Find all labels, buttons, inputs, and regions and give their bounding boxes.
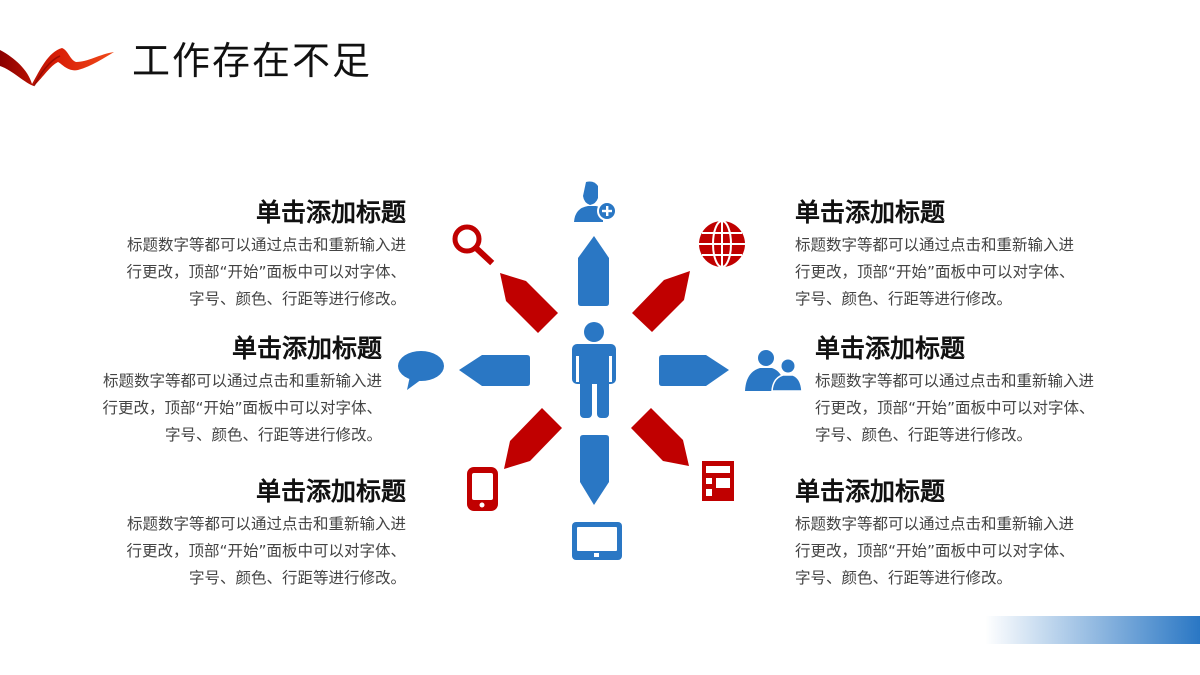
block-line: 标题数字等都可以通过点击和重新输入进 bbox=[795, 515, 1075, 533]
add-user-icon bbox=[574, 181, 617, 222]
person-icon bbox=[572, 322, 616, 418]
tablet-icon bbox=[572, 522, 622, 560]
block-line: 字号、颜色、行距等进行修改。 bbox=[188, 290, 406, 308]
block-line: 标题数字等都可以通过点击和重新输入进 bbox=[126, 236, 406, 254]
block-line: 标题数字等都可以通过点击和重新输入进 bbox=[815, 372, 1095, 390]
red-ribbon-icon bbox=[0, 48, 114, 87]
users-icon bbox=[745, 350, 803, 392]
block-heading: 单击添加标题 bbox=[231, 334, 382, 363]
spoke-up-right bbox=[632, 271, 690, 332]
calculator-icon bbox=[702, 461, 734, 501]
speech-bubble-icon bbox=[398, 351, 444, 390]
text-block-bottom-left: 单击添加标题 标题数字等都可以通过点击和重新输入进 行更改，顶部“开始”面板中可… bbox=[76, 475, 406, 592]
block-line: 字号、颜色、行距等进行修改。 bbox=[188, 569, 406, 587]
block-line: 行更改，顶部“开始”面板中可以对字体、 bbox=[795, 263, 1075, 281]
block-heading: 单击添加标题 bbox=[255, 198, 406, 227]
block-line: 行更改，顶部“开始”面板中可以对字体、 bbox=[126, 263, 406, 281]
spoke-up-left bbox=[500, 273, 558, 333]
spoke-down bbox=[580, 435, 609, 505]
text-block-middle-right: 单击添加标题 标题数字等都可以通过点击和重新输入进 行更改，顶部“开始”面板中可… bbox=[815, 332, 1145, 449]
page-title: 工作存在不足 bbox=[132, 39, 373, 83]
spoke-left bbox=[459, 355, 530, 386]
block-line: 字号、颜色、行距等进行修改。 bbox=[795, 290, 1013, 308]
block-line: 行更改，顶部“开始”面板中可以对字体、 bbox=[795, 542, 1075, 560]
globe-icon bbox=[699, 220, 745, 268]
text-block-top-right: 单击添加标题 标题数字等都可以通过点击和重新输入进 行更改，顶部“开始”面板中可… bbox=[795, 196, 1125, 313]
text-block-top-left: 单击添加标题 标题数字等都可以通过点击和重新输入进 行更改，顶部“开始”面板中可… bbox=[76, 196, 406, 313]
block-heading: 单击添加标题 bbox=[815, 334, 966, 363]
block-line: 标题数字等都可以通过点击和重新输入进 bbox=[795, 236, 1075, 254]
block-heading: 单击添加标题 bbox=[795, 198, 946, 227]
blue-gradient-bar bbox=[985, 616, 1200, 644]
block-line: 字号、颜色、行距等进行修改。 bbox=[795, 569, 1013, 587]
block-line: 字号、颜色、行距等进行修改。 bbox=[164, 426, 382, 444]
block-line: 字号、颜色、行距等进行修改。 bbox=[815, 426, 1033, 444]
spoke-down-right bbox=[631, 408, 689, 466]
block-line: 行更改，顶部“开始”面板中可以对字体、 bbox=[815, 399, 1095, 417]
block-heading: 单击添加标题 bbox=[795, 477, 946, 506]
spoke-down-left bbox=[504, 408, 562, 469]
block-line: 标题数字等都可以通过点击和重新输入进 bbox=[126, 515, 406, 533]
mobile-phone-icon bbox=[467, 467, 498, 511]
block-heading: 单击添加标题 bbox=[255, 477, 406, 506]
text-block-middle-left: 单击添加标题 标题数字等都可以通过点击和重新输入进 行更改，顶部“开始”面板中可… bbox=[52, 332, 382, 449]
block-line: 行更改，顶部“开始”面板中可以对字体、 bbox=[102, 399, 382, 417]
spoke-right bbox=[659, 355, 729, 386]
block-line: 行更改，顶部“开始”面板中可以对字体、 bbox=[126, 542, 406, 560]
text-block-bottom-right: 单击添加标题 标题数字等都可以通过点击和重新输入进 行更改，顶部“开始”面板中可… bbox=[795, 475, 1125, 592]
search-icon bbox=[452, 224, 495, 266]
spoke-up bbox=[578, 236, 609, 306]
block-line: 标题数字等都可以通过点击和重新输入进 bbox=[102, 372, 382, 390]
